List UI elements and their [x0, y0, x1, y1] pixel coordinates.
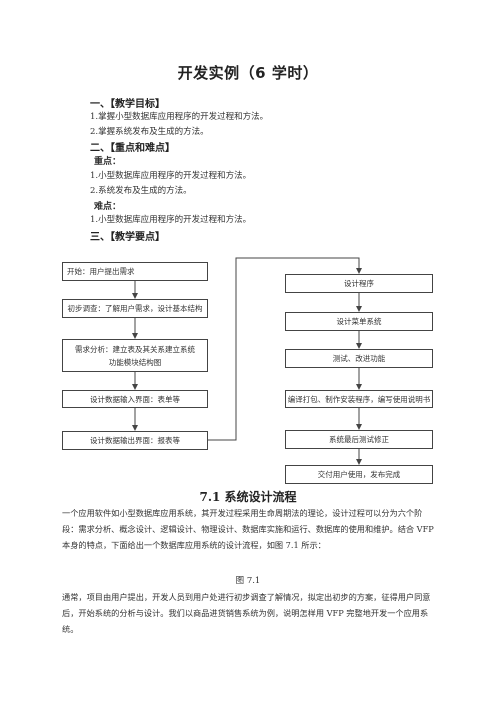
key-item: 2.系统发布及生成的方法。 [90, 186, 192, 196]
flow-box-deliver: 交付用户使用，发布完成 [285, 465, 433, 484]
flow-box-output-design: 设计数据输出界面：报表等 [62, 431, 208, 450]
flow-box-start: 开始：用户提出需求 [62, 262, 208, 281]
hard-item: 1.小型数据库应用程序的开发过程和方法。 [90, 215, 252, 225]
section-teaching-goals-heading: 一、【教学目标】 [90, 99, 165, 110]
hard-label: 难点： [94, 202, 122, 212]
goal-item: 2.掌握系统发布及生成的方法。 [90, 127, 209, 137]
key-item: 1.小型数据库应用程序的开发过程和方法。 [90, 171, 252, 181]
section-title: 7.1 系统设计流程 [199, 490, 297, 504]
intro-paragraph: 一个应用软件如小型数据库应用系统，其开发过程采用生命周期法的理论，设计过程可以分… [62, 508, 434, 550]
flow-box-test-improve: 测试、改进功能 [285, 349, 433, 368]
flow-box-requirements-analysis: 需求分析：建立表及其关系建立系统功能模块结构图 [62, 339, 208, 372]
page-title: 开发实例（6 学时） [177, 64, 319, 82]
flow-box-input-design: 设计数据输入界面：表单等 [62, 390, 208, 408]
flow-box-preliminary-survey: 初步调查：了解用户需求，设计基本结构 [62, 299, 208, 318]
flow-box-design-menu: 设计菜单系统 [285, 312, 433, 331]
section-teaching-points-heading: 三、【教学要点】 [90, 232, 165, 243]
body-paragraph: 通常，项目由用户提出，开发人员到用户处进行初步调查了解情况，拟定出初步的方案，征… [62, 592, 431, 634]
goal-item: 1.掌握小型数据库应用程序的开发过程和方法。 [90, 112, 269, 122]
key-label: 重点： [94, 157, 122, 167]
figure-caption: 图 7.1 [235, 576, 261, 586]
flow-box-design-program: 设计程序 [285, 274, 433, 293]
section-key-points-heading: 二、【重点和难点】 [90, 143, 175, 154]
flow-box-final-test: 系统最后测试修正 [285, 430, 433, 449]
flow-box-compile-package: 编译打包、制作安装程序，编写使用说明书 [285, 390, 433, 408]
